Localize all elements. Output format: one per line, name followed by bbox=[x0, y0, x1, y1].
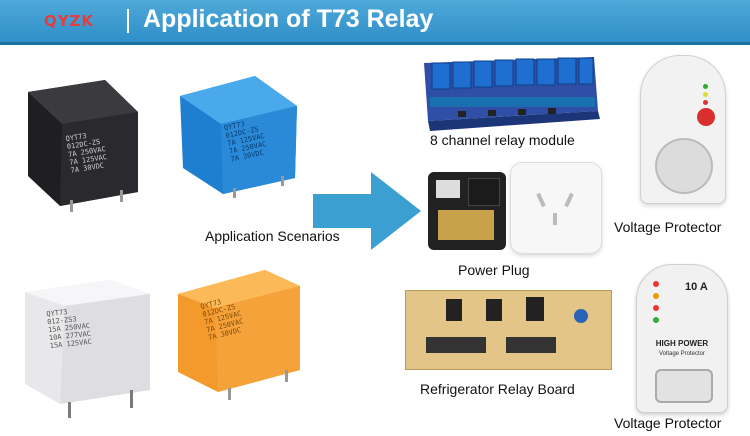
header-bar: QYZK Application of T73 Relay bbox=[0, 0, 750, 42]
header-separator bbox=[127, 9, 129, 33]
vp1-led bbox=[703, 100, 708, 105]
vp2-led bbox=[653, 305, 659, 311]
caption-power-plug: Power Plug bbox=[458, 262, 530, 278]
caption-voltage-protector-2: Voltage Protector bbox=[614, 415, 722, 431]
plug-component bbox=[436, 180, 460, 198]
caption-relay-module: 8 channel relay module bbox=[430, 132, 575, 148]
vp1-red-button bbox=[697, 108, 715, 126]
vp1-led bbox=[703, 92, 708, 97]
relay-orange: QYT73 012DC-ZS 7A 125VAC 7A 250VAC 7A 30… bbox=[170, 262, 305, 402]
brand-logo: QYZK bbox=[30, 8, 108, 34]
plug-component bbox=[438, 210, 494, 240]
plug-component bbox=[468, 178, 500, 206]
caption-refrigerator-board: Refrigerator Relay Board bbox=[420, 381, 575, 397]
socket-slot bbox=[536, 192, 546, 208]
caption-application-scenarios: Application Scenarios bbox=[205, 228, 340, 244]
relay-white-body bbox=[25, 280, 150, 418]
power-plug-board-image bbox=[428, 172, 506, 250]
vp2-socket bbox=[655, 369, 713, 403]
relay-blue: QYT73 012DC-ZS 7A 125VAC 7A 250VAC 7A 30… bbox=[175, 68, 305, 198]
vp2-sub: Voltage Protector bbox=[658, 351, 706, 357]
caption-voltage-protector-1: Voltage Protector bbox=[614, 219, 722, 235]
arrow-right-icon bbox=[313, 172, 421, 250]
board-relay bbox=[506, 337, 556, 353]
header-underline bbox=[0, 42, 750, 45]
socket-slot bbox=[564, 192, 574, 208]
voltage-protector-image-2: 10 A HIGH POWER Voltage Protector bbox=[636, 264, 728, 413]
vp2-led bbox=[653, 293, 659, 299]
relay-white: QYT73 012-ZS3 15A 250VAC 10A 277VAC 15A … bbox=[20, 272, 155, 422]
voltage-protector-image-1 bbox=[640, 55, 726, 204]
relay-module-image bbox=[424, 57, 600, 131]
relay-white-label: QYT73 012-ZS3 15A 250VAC 10A 277VAC 15A … bbox=[46, 306, 92, 350]
relay-blue-body bbox=[180, 76, 297, 198]
power-plug-image bbox=[510, 162, 602, 254]
relay-black: QYT73 012DC-ZS 7A 250VAC 7A 125VAC 7A 30… bbox=[10, 72, 150, 212]
page-title: Application of T73 Relay bbox=[143, 5, 434, 33]
vp2-led bbox=[653, 317, 659, 323]
vp2-rating: 10 A bbox=[685, 281, 708, 293]
relay-blue-label: QYT73 012DC-ZS 7A 125VAC 7A 250VAC 7A 30… bbox=[223, 116, 268, 164]
board-relay bbox=[486, 299, 502, 321]
relay-black-label: QYT73 012DC-ZS 7A 250VAC 7A 125VAC 7A 30… bbox=[65, 129, 109, 175]
vp1-socket bbox=[655, 138, 713, 194]
relay-orange-body bbox=[178, 270, 300, 400]
relay-black-body bbox=[28, 80, 138, 212]
board-relay bbox=[426, 337, 486, 353]
board-relay bbox=[526, 297, 544, 321]
refrigerator-board-image bbox=[405, 290, 612, 370]
vp2-brand: HIGH POWER bbox=[655, 339, 709, 348]
logo-text: QYZK bbox=[43, 12, 95, 30]
socket-slot bbox=[553, 213, 557, 225]
vp2-led bbox=[653, 281, 659, 287]
board-capacitor bbox=[574, 309, 588, 323]
board-relay bbox=[446, 299, 462, 321]
vp1-led bbox=[703, 84, 708, 89]
